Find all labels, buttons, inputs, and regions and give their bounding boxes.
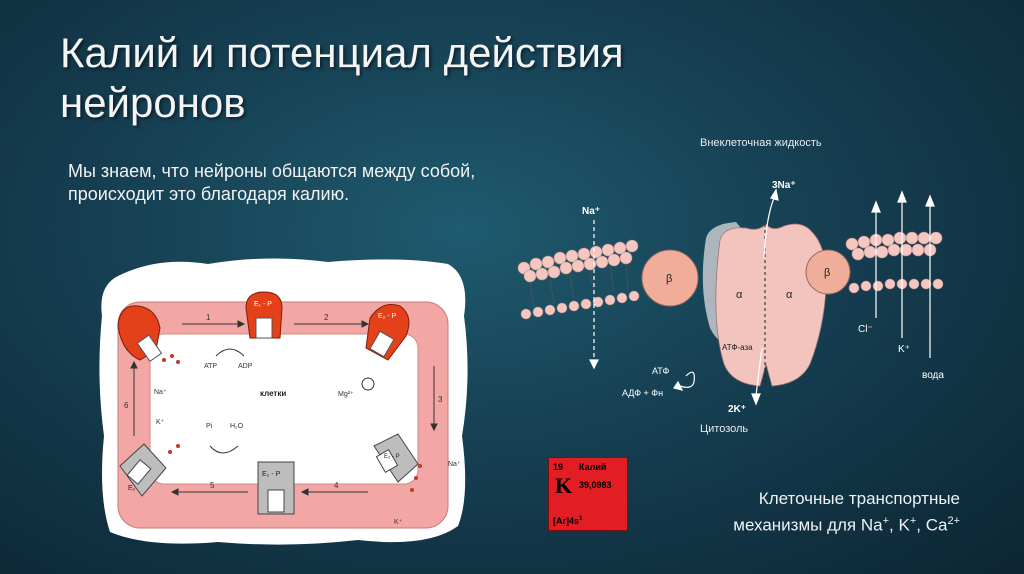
element-name: Калий — [579, 462, 607, 472]
lipid-tails-left — [529, 263, 629, 309]
na-label: Na⁺ — [582, 206, 600, 217]
enzyme-e1-left — [117, 305, 163, 362]
mg-label: Mg²⁺ — [338, 391, 354, 398]
enzyme-e2p-bottom: E₂ - P — [257, 461, 295, 515]
atp-label: ATP — [204, 363, 217, 370]
alpha-subunit — [715, 223, 827, 387]
adp-label: ADP — [238, 363, 253, 370]
ion-arrows — [589, 188, 935, 406]
enzyme-e2p-right-bottom: E₂ - P — [373, 433, 419, 483]
caption-line-2: механизмы для Na+, K+, Ca2+ — [733, 515, 960, 535]
slide-title: Калий и потенциал действия нейронов — [60, 29, 624, 126]
center-label: клетки — [260, 389, 286, 398]
adf-label: АДФ + Фн — [622, 388, 663, 398]
atpase-site-label: АТФ-аза — [722, 343, 753, 352]
arrow-number-5: 5 — [210, 481, 215, 490]
extracellular-label: Внеклеточная жидкость — [700, 137, 822, 149]
k-outside-label: K⁺ — [394, 519, 403, 526]
na-inside-label: Na⁺ — [154, 389, 167, 396]
cytosol-label: Цитозоль — [700, 423, 748, 435]
membrane-pump-diagram: Внеклеточная жидкость β β α α АТФ-аза — [517, 137, 944, 435]
state-label-3: E₂ - P — [384, 454, 400, 460]
element-symbol: K — [555, 473, 573, 498]
cl-label: Cl⁻ — [858, 324, 873, 335]
lipid-bilayer-right — [845, 231, 944, 294]
state-label-2: E₂ - P — [378, 313, 397, 320]
potassium-element-card: 19 Калий K 39,0983 [Ar]4s1 — [548, 457, 628, 531]
k2-label: 2K⁺ — [728, 404, 746, 415]
na3-label: 3Na⁺ — [772, 180, 796, 191]
arrow-number-4: 4 — [334, 481, 339, 490]
ion-dots — [162, 354, 422, 492]
caption-line-1: Клеточные транспортные — [758, 489, 960, 508]
state-label-5: E₂ — [128, 485, 136, 492]
water-label: вода — [922, 370, 944, 381]
arrow-number-3: 3 — [438, 395, 443, 404]
pi-h2o-arrow-icon — [209, 445, 239, 454]
atomic-mass: 39,0983 — [579, 480, 612, 490]
mg-ion-icon — [361, 377, 375, 391]
cycle-arrows — [130, 320, 438, 496]
atf-label: АТФ — [652, 366, 669, 376]
arrow-number-2: 2 — [324, 313, 329, 322]
h2o-label: H₂O — [230, 423, 244, 430]
caption: Клеточные транспортные механизмы для Na+… — [640, 488, 960, 537]
enzyme-e1p-top: E₁ - P — [245, 291, 283, 339]
arrow-number-6: 6 — [124, 401, 129, 410]
beta-label-right: β — [824, 267, 830, 279]
enzyme-e2-left-bottom: E₂ — [119, 443, 167, 497]
enzyme-e2p-right: E₂ - P — [365, 304, 410, 361]
state-label-4: E₂ - P — [262, 471, 281, 478]
state-label-1: E₁ - P — [254, 301, 272, 308]
lipid-bilayer-left — [517, 239, 640, 320]
beta-subunit-left — [641, 249, 699, 307]
alpha-label-right: α — [786, 289, 793, 301]
alpha-label-left: α — [736, 289, 743, 301]
beta-subunit-right — [805, 249, 851, 295]
atp-adp-arrow-icon — [215, 348, 245, 357]
na-outside-label: Na⁺ — [448, 461, 461, 468]
electron-config: [Ar]4s1 — [553, 516, 583, 526]
k-inside-label: K⁺ — [156, 419, 165, 426]
intro-text: Мы знаем, что нейроны общаются между соб… — [68, 161, 476, 204]
beta-label-left: β — [666, 273, 672, 285]
atomic-number: 19 — [553, 462, 564, 472]
arrow-number-1: 1 — [206, 313, 211, 322]
k-label: K⁺ — [898, 344, 910, 355]
reaction-cycle-diagram: E₁ - P E₂ - P E₂ - P E₂ - P E₂ 1 2 3 4 5… — [99, 258, 468, 545]
pi-label: Pi — [206, 423, 213, 430]
